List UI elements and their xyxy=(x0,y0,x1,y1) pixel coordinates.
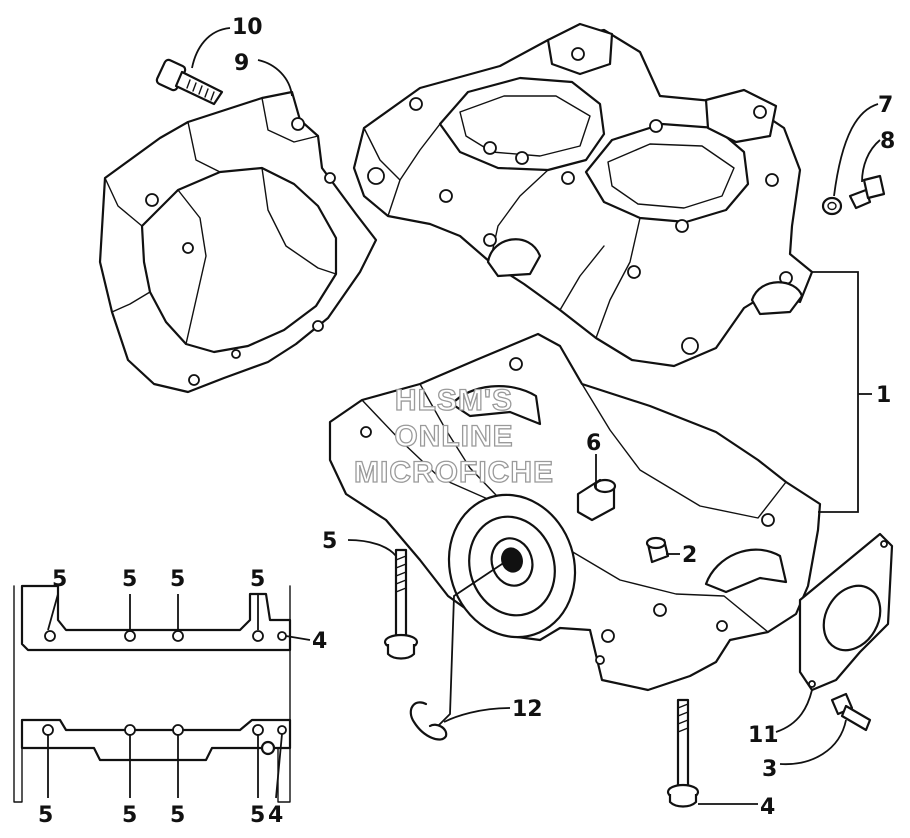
gasket-callout-top-1: 5 xyxy=(52,567,67,592)
bolt-10 xyxy=(155,58,224,106)
callout-7: 7 xyxy=(878,93,893,118)
gasket-callout-top-3: 5 xyxy=(170,567,185,592)
bolt-8 xyxy=(848,174,886,210)
cover-plate-11 xyxy=(798,532,894,692)
gasket-callout-top-2: 5 xyxy=(122,567,137,592)
callout-9: 9 xyxy=(234,51,249,76)
gasket-callout-top-4: 5 xyxy=(250,567,265,592)
gasket-callout-bottom-right: 4 xyxy=(268,803,283,828)
watermark-line-2: ONLINE xyxy=(394,420,513,453)
stud-bolt-5 xyxy=(383,548,419,660)
gasket-callout-bottom-4: 5 xyxy=(250,803,265,828)
callout-11: 11 xyxy=(748,723,779,748)
gasket-inset xyxy=(13,584,292,803)
dowel-pin-2 xyxy=(645,536,670,564)
leader-lines xyxy=(47,27,881,805)
gasket-callout-bottom-1: 5 xyxy=(38,803,53,828)
watermark-line-1: HLSM'S xyxy=(395,384,513,417)
callout-4-bolt: 4 xyxy=(760,795,775,820)
upper-crankcase xyxy=(352,22,814,368)
bolt-4 xyxy=(666,698,700,808)
watermark-line-3: MICROFICHE xyxy=(354,456,554,489)
callout-3: 3 xyxy=(762,757,777,782)
lower-crankcase xyxy=(328,332,822,692)
gasket-callout-top-right: 4 xyxy=(312,629,327,654)
dowel-sleeve-6 xyxy=(576,478,617,522)
callout-1: 1 xyxy=(876,383,891,408)
bolt-3 xyxy=(830,692,872,732)
callout-5: 5 xyxy=(322,529,337,554)
callout-6: 6 xyxy=(586,431,601,456)
bell-housing-9 xyxy=(98,90,378,394)
callout-2: 2 xyxy=(682,543,697,568)
callout-8: 8 xyxy=(880,129,895,154)
watermark: HLSM'S ONLINE MICROFICHE xyxy=(353,383,554,489)
washer-7 xyxy=(821,196,843,216)
callout-10: 10 xyxy=(232,15,263,40)
gasket-callout-bottom-2: 5 xyxy=(122,803,137,828)
callout-labels: 10 9 7 8 1 6 2 5 12 11 3 4 5 5 5 5 4 5 5… xyxy=(38,15,895,828)
snap-ring-12 xyxy=(409,701,448,741)
gasket-callout-bottom-3: 5 xyxy=(170,803,185,828)
callout-12: 12 xyxy=(512,697,543,722)
